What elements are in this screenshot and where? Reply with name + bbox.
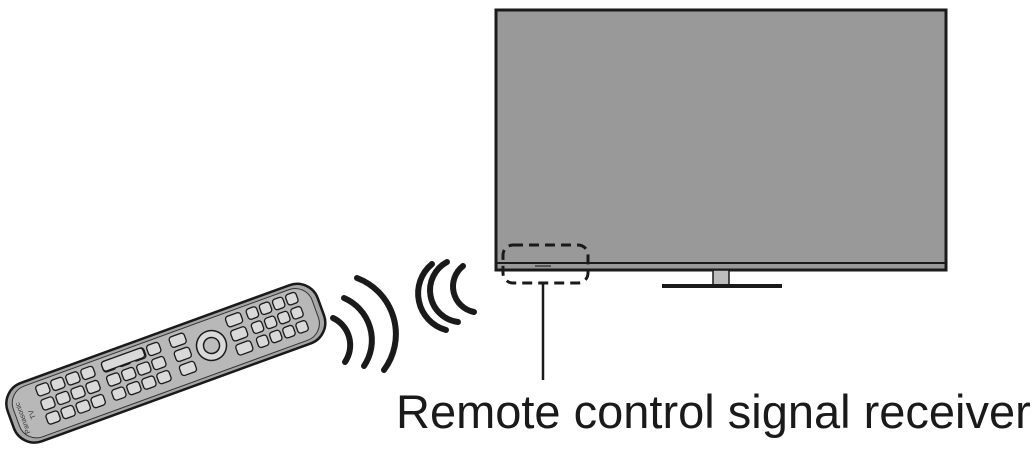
remote-button (271, 296, 286, 311)
remote-button (70, 385, 86, 400)
signal-wave-arc (415, 261, 449, 333)
remote-button (178, 360, 198, 377)
signal-wave-arc (330, 315, 354, 365)
remote-button (85, 379, 101, 395)
remote-button (55, 390, 71, 406)
signal-wave-arc (354, 275, 399, 373)
remote-button (258, 301, 273, 316)
remote-button (40, 396, 56, 411)
remote-button (235, 340, 254, 356)
remote-button (75, 399, 91, 414)
remote-button (168, 332, 187, 348)
remote-button (60, 404, 76, 420)
remote-button (65, 371, 81, 386)
remote-ok-button (202, 336, 221, 355)
remote-button (90, 393, 106, 409)
remote-button (80, 365, 96, 381)
remote-button (35, 382, 51, 397)
television (494, 8, 948, 288)
remote-button (111, 386, 127, 401)
remote-button (295, 320, 309, 334)
remote-buttons (35, 291, 309, 425)
receiver-caption: Remote control signal receiver (396, 385, 1031, 438)
remote-button (224, 312, 244, 328)
remote-button (136, 361, 152, 376)
remote-control: Panasonic TV (5, 282, 327, 444)
signal-wave-arc (450, 263, 477, 315)
remote-button (268, 329, 283, 344)
remote-button (156, 369, 172, 385)
remote-button (145, 341, 162, 357)
remote-button (285, 291, 299, 306)
remote-button (282, 324, 296, 339)
tv-screen (494, 8, 948, 272)
remote-button (151, 355, 167, 371)
remote-button (250, 320, 265, 335)
signal-wave-arc (427, 259, 461, 325)
remote-button (45, 410, 61, 425)
signal-wave-arc (341, 295, 375, 369)
remote-button (141, 375, 157, 390)
remote-model-text: TV (28, 409, 38, 420)
remote-button (173, 346, 193, 363)
remote-button (105, 372, 122, 387)
signal-waves (330, 259, 477, 373)
tv-stand-neck (712, 269, 730, 286)
remote-button (290, 305, 304, 320)
remote-button (255, 334, 270, 349)
remote-button (245, 306, 260, 320)
remote-button (50, 376, 66, 392)
remote-button (229, 326, 249, 342)
remote-button (100, 347, 146, 372)
remote-button (276, 310, 291, 325)
receiver-highlight-box (501, 243, 590, 285)
remote-button (120, 366, 137, 382)
tv-stand-base (662, 284, 782, 288)
remote-button (126, 380, 142, 396)
remote-button (263, 315, 278, 330)
